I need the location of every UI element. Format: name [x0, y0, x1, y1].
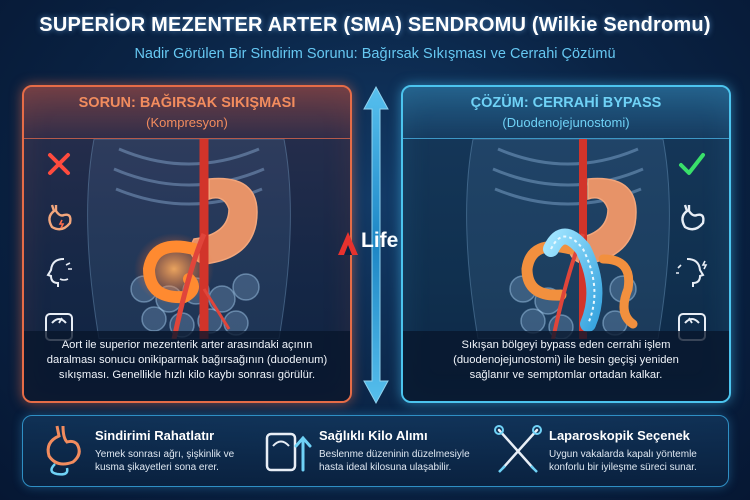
feature-weight: Sağlıklı Kilo Alımı Beslenme düzeninin d…: [263, 424, 488, 480]
laparoscopic-tools-icon: [494, 425, 542, 473]
solution-title: ÇÖZÜM: CERRAHİ BYPASS: [470, 95, 662, 111]
feature-digestion: Sindirimi Rahatlatır Yemek sonrası ağrı,…: [39, 424, 259, 480]
page-subtitle: Nadir Görülen Bir Sindirim Sorunu: Bağır…: [134, 46, 616, 62]
solution-description: Sıkışan bölgeyi bypass eden cerrahi işle…: [403, 331, 729, 401]
digestive-tract-icon: [46, 425, 81, 476]
stomach-icon: [48, 204, 72, 231]
feature-title: Laparoskopik Seçenek: [549, 428, 690, 443]
problem-header: SORUN: BAĞIRSAK SIKIŞMASI (Kompresyon): [24, 87, 350, 139]
solution-panel: ÇÖZÜM: CERRAHİ BYPASS (Duodenojejunostom…: [401, 85, 731, 403]
problem-icons: [42, 147, 82, 363]
logo-text: Life: [361, 229, 399, 252]
problem-title: SORUN: BAĞIRSAK SIKIŞMASI: [78, 95, 296, 111]
feature-title: Sağlıklı Kilo Alımı: [319, 428, 428, 443]
problem-panel: SORUN: BAĞIRSAK SIKIŞMASI (Kompresyon) A…: [22, 85, 352, 403]
header: SUPERİOR MEZENTER ARTER (SMA) SENDROMU (…: [0, 14, 750, 62]
nausea-face-icon: [46, 258, 72, 287]
check-icon: [679, 153, 705, 175]
feature-laparoscopic: Laparoskopik Seçenek Uygun vakalarda kap…: [493, 424, 723, 480]
problem-subtitle: (Kompresyon): [146, 115, 228, 130]
double-arrow-icon: [363, 85, 389, 405]
page-title: SUPERİOR MEZENTER ARTER (SMA) SENDROMU (…: [39, 14, 711, 36]
relief-face-icon: [676, 258, 708, 287]
feature-title: Sindirimi Rahatlatır: [95, 428, 215, 443]
problem-description: Aort ile superior mezenterik arter arası…: [24, 331, 350, 401]
feature-desc: Uygun vakalarda kapalı yöntemle konforlu…: [549, 449, 697, 473]
bypass-illustration: [466, 139, 670, 339]
cross-icon: [48, 153, 70, 175]
solution-header: ÇÖZÜM: CERRAHİ BYPASS (Duodenojejunostom…: [403, 87, 729, 139]
benefits-bar: Sindirimi Rahatlatır Yemek sonrası ağrı,…: [22, 415, 729, 487]
logo-mark-icon: [338, 232, 358, 255]
feature-desc: Yemek sonrası ağrı, şişkinlik ve kusma ş…: [95, 449, 235, 473]
compressed-duodenum-illustration: [87, 139, 291, 339]
scale-up-arrow-icon: [265, 432, 312, 472]
life-logo: Life: [335, 226, 435, 258]
stomach-icon: [681, 204, 705, 231]
solution-subtitle: (Duodenojejunostomi): [502, 115, 630, 130]
feature-desc: Beslenme düzeninin düzelmesiyle hasta id…: [319, 449, 470, 473]
